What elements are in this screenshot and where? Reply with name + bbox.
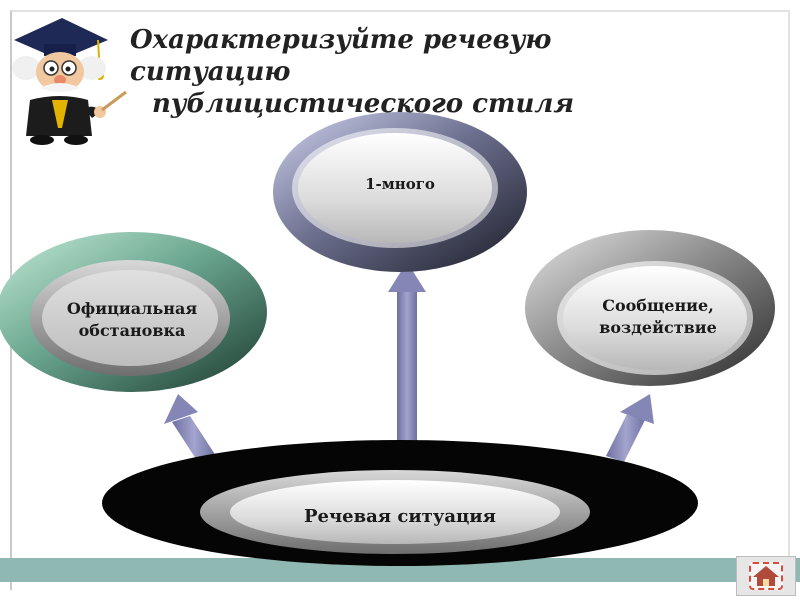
node-left-label: Официальная обстановка bbox=[42, 298, 222, 342]
node-bottom bbox=[102, 440, 698, 566]
node-center-label: Речевая ситуация bbox=[270, 506, 530, 527]
home-button-frame bbox=[749, 562, 783, 590]
arrow-to-right bbox=[606, 394, 654, 462]
title-line-1: Охарактеризуйте речевую ситуацию bbox=[130, 25, 552, 87]
node-left-line-2: обстановка bbox=[78, 321, 186, 340]
node-top bbox=[273, 112, 527, 272]
node-left bbox=[0, 232, 267, 392]
professor-mascot-icon bbox=[12, 18, 127, 145]
node-right-label: Сообщение, воздействие bbox=[568, 295, 748, 339]
node-left-line-1: Официальная bbox=[66, 299, 198, 318]
node-right-line-1: Сообщение, bbox=[602, 296, 714, 315]
arrow-to-left bbox=[164, 394, 216, 462]
node-right bbox=[525, 230, 775, 386]
slide-title: Охарактеризуйте речевую ситуацию публици… bbox=[130, 24, 690, 120]
node-center-text: Речевая ситуация bbox=[304, 506, 496, 527]
title-line-2: публицистического стиля bbox=[152, 89, 575, 119]
node-right-line-2: воздействие bbox=[599, 318, 717, 337]
node-top-label: 1-много bbox=[310, 175, 490, 193]
home-icon bbox=[753, 566, 779, 586]
arrow-to-top bbox=[388, 262, 426, 450]
home-button[interactable] bbox=[736, 556, 796, 596]
node-top-text: 1-много bbox=[365, 175, 435, 193]
